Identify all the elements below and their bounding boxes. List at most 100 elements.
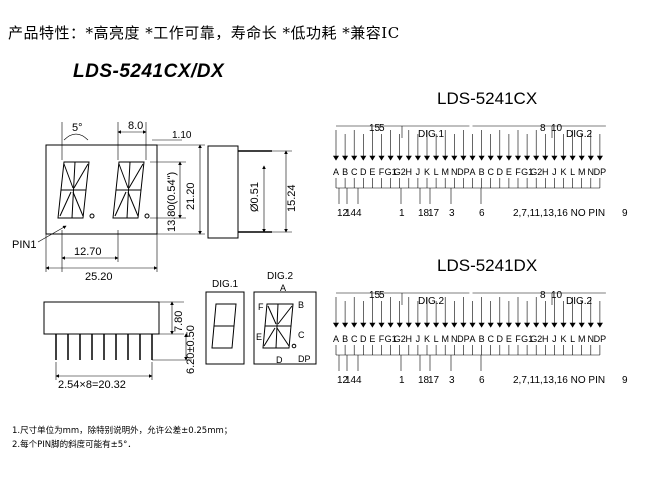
led-diode <box>332 322 340 328</box>
segment-label: F <box>379 334 385 344</box>
segment-label: N <box>451 167 458 177</box>
led-diode <box>569 322 576 328</box>
bottom-pin-18: 18 <box>418 375 430 386</box>
led-diode <box>342 322 349 328</box>
segment-label: C <box>351 167 358 177</box>
led-diode <box>533 322 540 328</box>
bottom-pin-end: 9 <box>622 375 628 386</box>
segmap-b: B <box>298 300 304 310</box>
segment-label: A <box>333 167 339 177</box>
led-diode <box>433 322 440 328</box>
led-diode <box>423 155 431 161</box>
led-diode <box>505 322 512 328</box>
segment-label: G2 <box>530 167 542 177</box>
segment-label: E <box>369 334 375 344</box>
led-diode <box>551 322 558 328</box>
dim-char-width: 8.0 <box>128 120 143 132</box>
segment-label: J <box>552 334 557 344</box>
segment-label: D <box>497 334 504 344</box>
segment-label: G1 <box>521 334 533 344</box>
segment-label: DP <box>457 167 470 177</box>
led-diode <box>369 322 376 328</box>
led-diode <box>569 155 576 161</box>
led-diode <box>469 155 476 161</box>
segment-label: D <box>497 167 504 177</box>
segment-label: L <box>570 167 575 177</box>
segment-label: K <box>560 334 566 344</box>
circuit-dig2: DIG.2 <box>566 129 593 140</box>
led-diode <box>396 155 403 161</box>
bottom-pin-14: 14 <box>345 208 357 219</box>
led-diode <box>496 322 503 328</box>
bottom-pin-6: 6 <box>479 208 485 219</box>
led-diode <box>405 322 412 328</box>
segment-label: E <box>369 167 375 177</box>
led-diode <box>587 322 594 328</box>
segment-label: C <box>351 334 358 344</box>
segment-label: G2 <box>530 334 542 344</box>
led-diode <box>596 322 603 328</box>
bottom-pin-end: 9 <box>622 208 628 219</box>
segment-label: A <box>333 334 339 344</box>
segment-label: A <box>469 334 475 344</box>
led-diode <box>423 322 431 328</box>
led-diode <box>578 155 585 161</box>
led-diode <box>451 155 458 161</box>
segment-label: N <box>451 334 458 344</box>
segment-label: L <box>434 167 439 177</box>
pin1-label: PIN1 <box>12 239 36 251</box>
led-diode <box>487 155 494 161</box>
led-diode <box>442 155 449 161</box>
segment-label: M <box>441 167 449 177</box>
pin-top-left2: 5 <box>379 123 385 134</box>
bottom-pin-12: 12 <box>337 208 349 219</box>
dim-height-total: 21.20 <box>185 182 197 210</box>
segmap-dig2: DIG.2 <box>267 271 294 282</box>
dim-pin-diameter: Ø0.51 <box>249 182 261 212</box>
bottom-pin-12: 12 <box>337 375 349 386</box>
bottom-pin-1: 1 <box>399 208 405 219</box>
led-diode <box>405 155 412 161</box>
dim-seg-width: 1.10 <box>172 130 192 141</box>
digit-2-outline <box>112 161 150 219</box>
pin-top-left: 15 <box>369 123 381 134</box>
segment-label: N <box>588 334 595 344</box>
dim-pin-span: 15.24 <box>286 184 298 212</box>
model-title: LDS-5241CX/DX <box>73 61 225 82</box>
segmap-f: F <box>258 302 264 312</box>
bottom-pin-4: 4 <box>356 375 362 386</box>
led-diode <box>469 322 476 328</box>
led-diode <box>542 155 549 161</box>
segment-label: DP <box>594 334 607 344</box>
circuit-title: LDS-5241CX <box>437 89 537 108</box>
note-2: 2.每个PIN脚的斜度可能有±5°． <box>12 440 136 450</box>
led-diode <box>414 155 421 161</box>
segment-label: E <box>506 167 512 177</box>
led-diode <box>378 322 385 328</box>
segment-label: K <box>560 167 566 177</box>
circuit-dig1: DIG.2 <box>418 296 445 307</box>
segmap-dp: DP <box>298 354 311 364</box>
led-diode <box>487 322 494 328</box>
segment-label: M <box>578 167 586 177</box>
segment-label: K <box>424 334 430 344</box>
led-diode <box>387 155 394 161</box>
segment-label: L <box>434 334 439 344</box>
segment-label: B <box>342 167 348 177</box>
segmap-c: C <box>298 330 305 340</box>
led-diode <box>360 155 367 161</box>
segment-label: M <box>441 334 449 344</box>
segment-label: D <box>360 167 367 177</box>
segment-label: G1 <box>521 167 533 177</box>
led-diode <box>414 322 421 328</box>
segment-label: H <box>406 334 413 344</box>
segmap-a: A <box>280 283 286 293</box>
led-diode <box>514 155 522 161</box>
led-diode <box>442 322 449 328</box>
segmap-dig1: DIG.1 <box>212 279 239 290</box>
led-diode <box>342 155 349 161</box>
segment-label: B <box>479 167 485 177</box>
bottom-pin-18: 18 <box>418 208 430 219</box>
